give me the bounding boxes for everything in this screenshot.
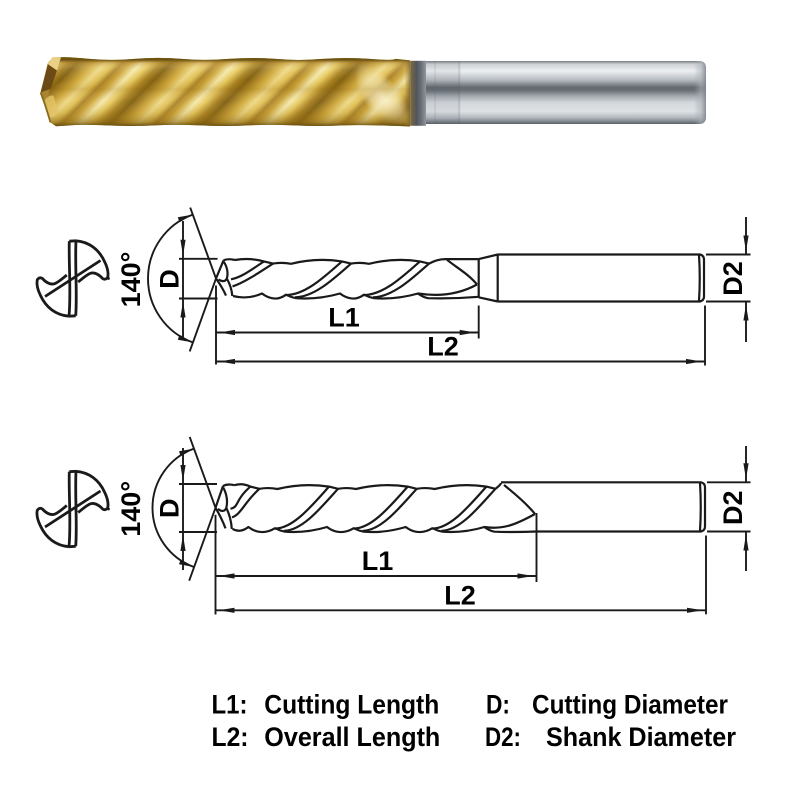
svg-text:D2: D2	[718, 261, 748, 296]
svg-text:D: D	[155, 499, 185, 519]
svg-text:L1: L1	[362, 546, 394, 576]
svg-text:L2: L2	[427, 332, 459, 362]
svg-text:D2:: D2:	[485, 722, 521, 752]
svg-text:D:: D:	[486, 690, 510, 720]
svg-text:L2:: L2:	[212, 722, 249, 752]
svg-text:Cutting Diameter: Cutting Diameter	[532, 690, 728, 720]
svg-text:140°: 140°	[116, 252, 146, 308]
svg-text:L1: L1	[328, 303, 360, 333]
svg-text:Cutting Length: Cutting Length	[264, 690, 439, 720]
svg-text:Shank Diameter: Shank Diameter	[546, 722, 736, 752]
svg-text:Overall Length: Overall Length	[264, 722, 440, 752]
svg-text:L2: L2	[444, 580, 476, 610]
svg-text:140°: 140°	[116, 481, 146, 537]
svg-text:D: D	[155, 269, 185, 289]
svg-text:D2: D2	[718, 491, 748, 526]
svg-text:L1:: L1:	[212, 690, 248, 720]
